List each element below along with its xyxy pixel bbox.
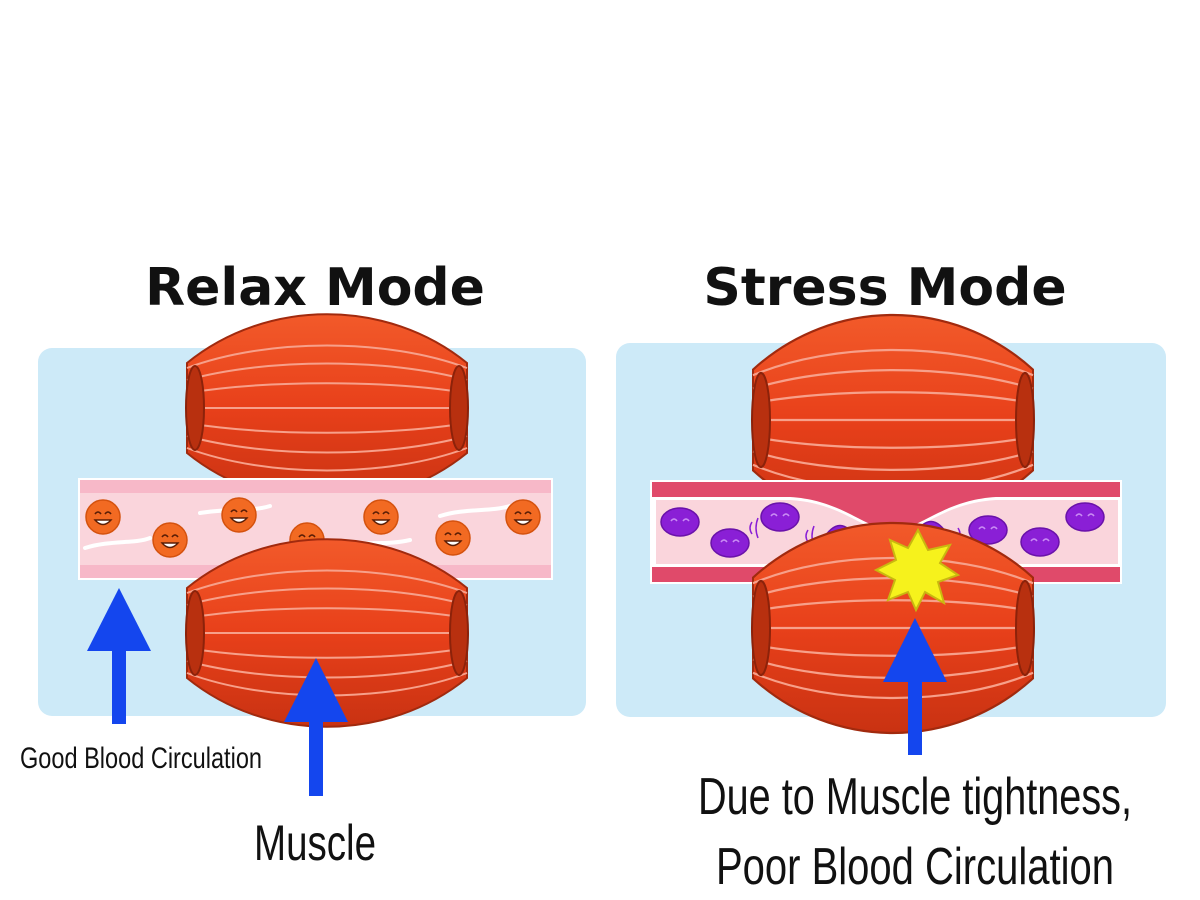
happy-blood-cell <box>435 520 471 556</box>
happy-blood-cell <box>505 499 541 535</box>
relax-panel <box>38 313 586 728</box>
stressed-blood-cell <box>1065 502 1105 532</box>
stressed-blood-cell <box>760 502 800 532</box>
muscle-tightness-arrow <box>883 618 947 755</box>
muscle-arrow <box>284 658 348 796</box>
relax-mode-title: Relax Mode <box>145 258 485 318</box>
good-blood-circulation-label: Good Blood Circulation <box>20 742 262 775</box>
pain-star-icon <box>873 527 961 613</box>
relax-upper-muscle <box>185 313 469 503</box>
poor-blood-circulation-label: Poor Blood Circulation <box>716 838 1114 896</box>
stress-lower-muscle <box>750 521 1036 735</box>
happy-blood-cell <box>85 499 121 535</box>
muscle-label: Muscle <box>254 815 376 871</box>
stressed-blood-cell <box>660 507 700 537</box>
happy-blood-cell <box>152 522 188 558</box>
good-circulation-arrow <box>87 588 151 724</box>
happy-blood-cell <box>221 497 257 533</box>
stress-mode-title: Stress Mode <box>703 258 1066 318</box>
happy-blood-cell <box>363 499 399 535</box>
muscle-tightness-label: Due to Muscle tightness, <box>698 768 1132 826</box>
stressed-blood-cell <box>1020 527 1060 557</box>
stressed-blood-cell <box>710 528 750 558</box>
stress-panel <box>616 313 1166 735</box>
